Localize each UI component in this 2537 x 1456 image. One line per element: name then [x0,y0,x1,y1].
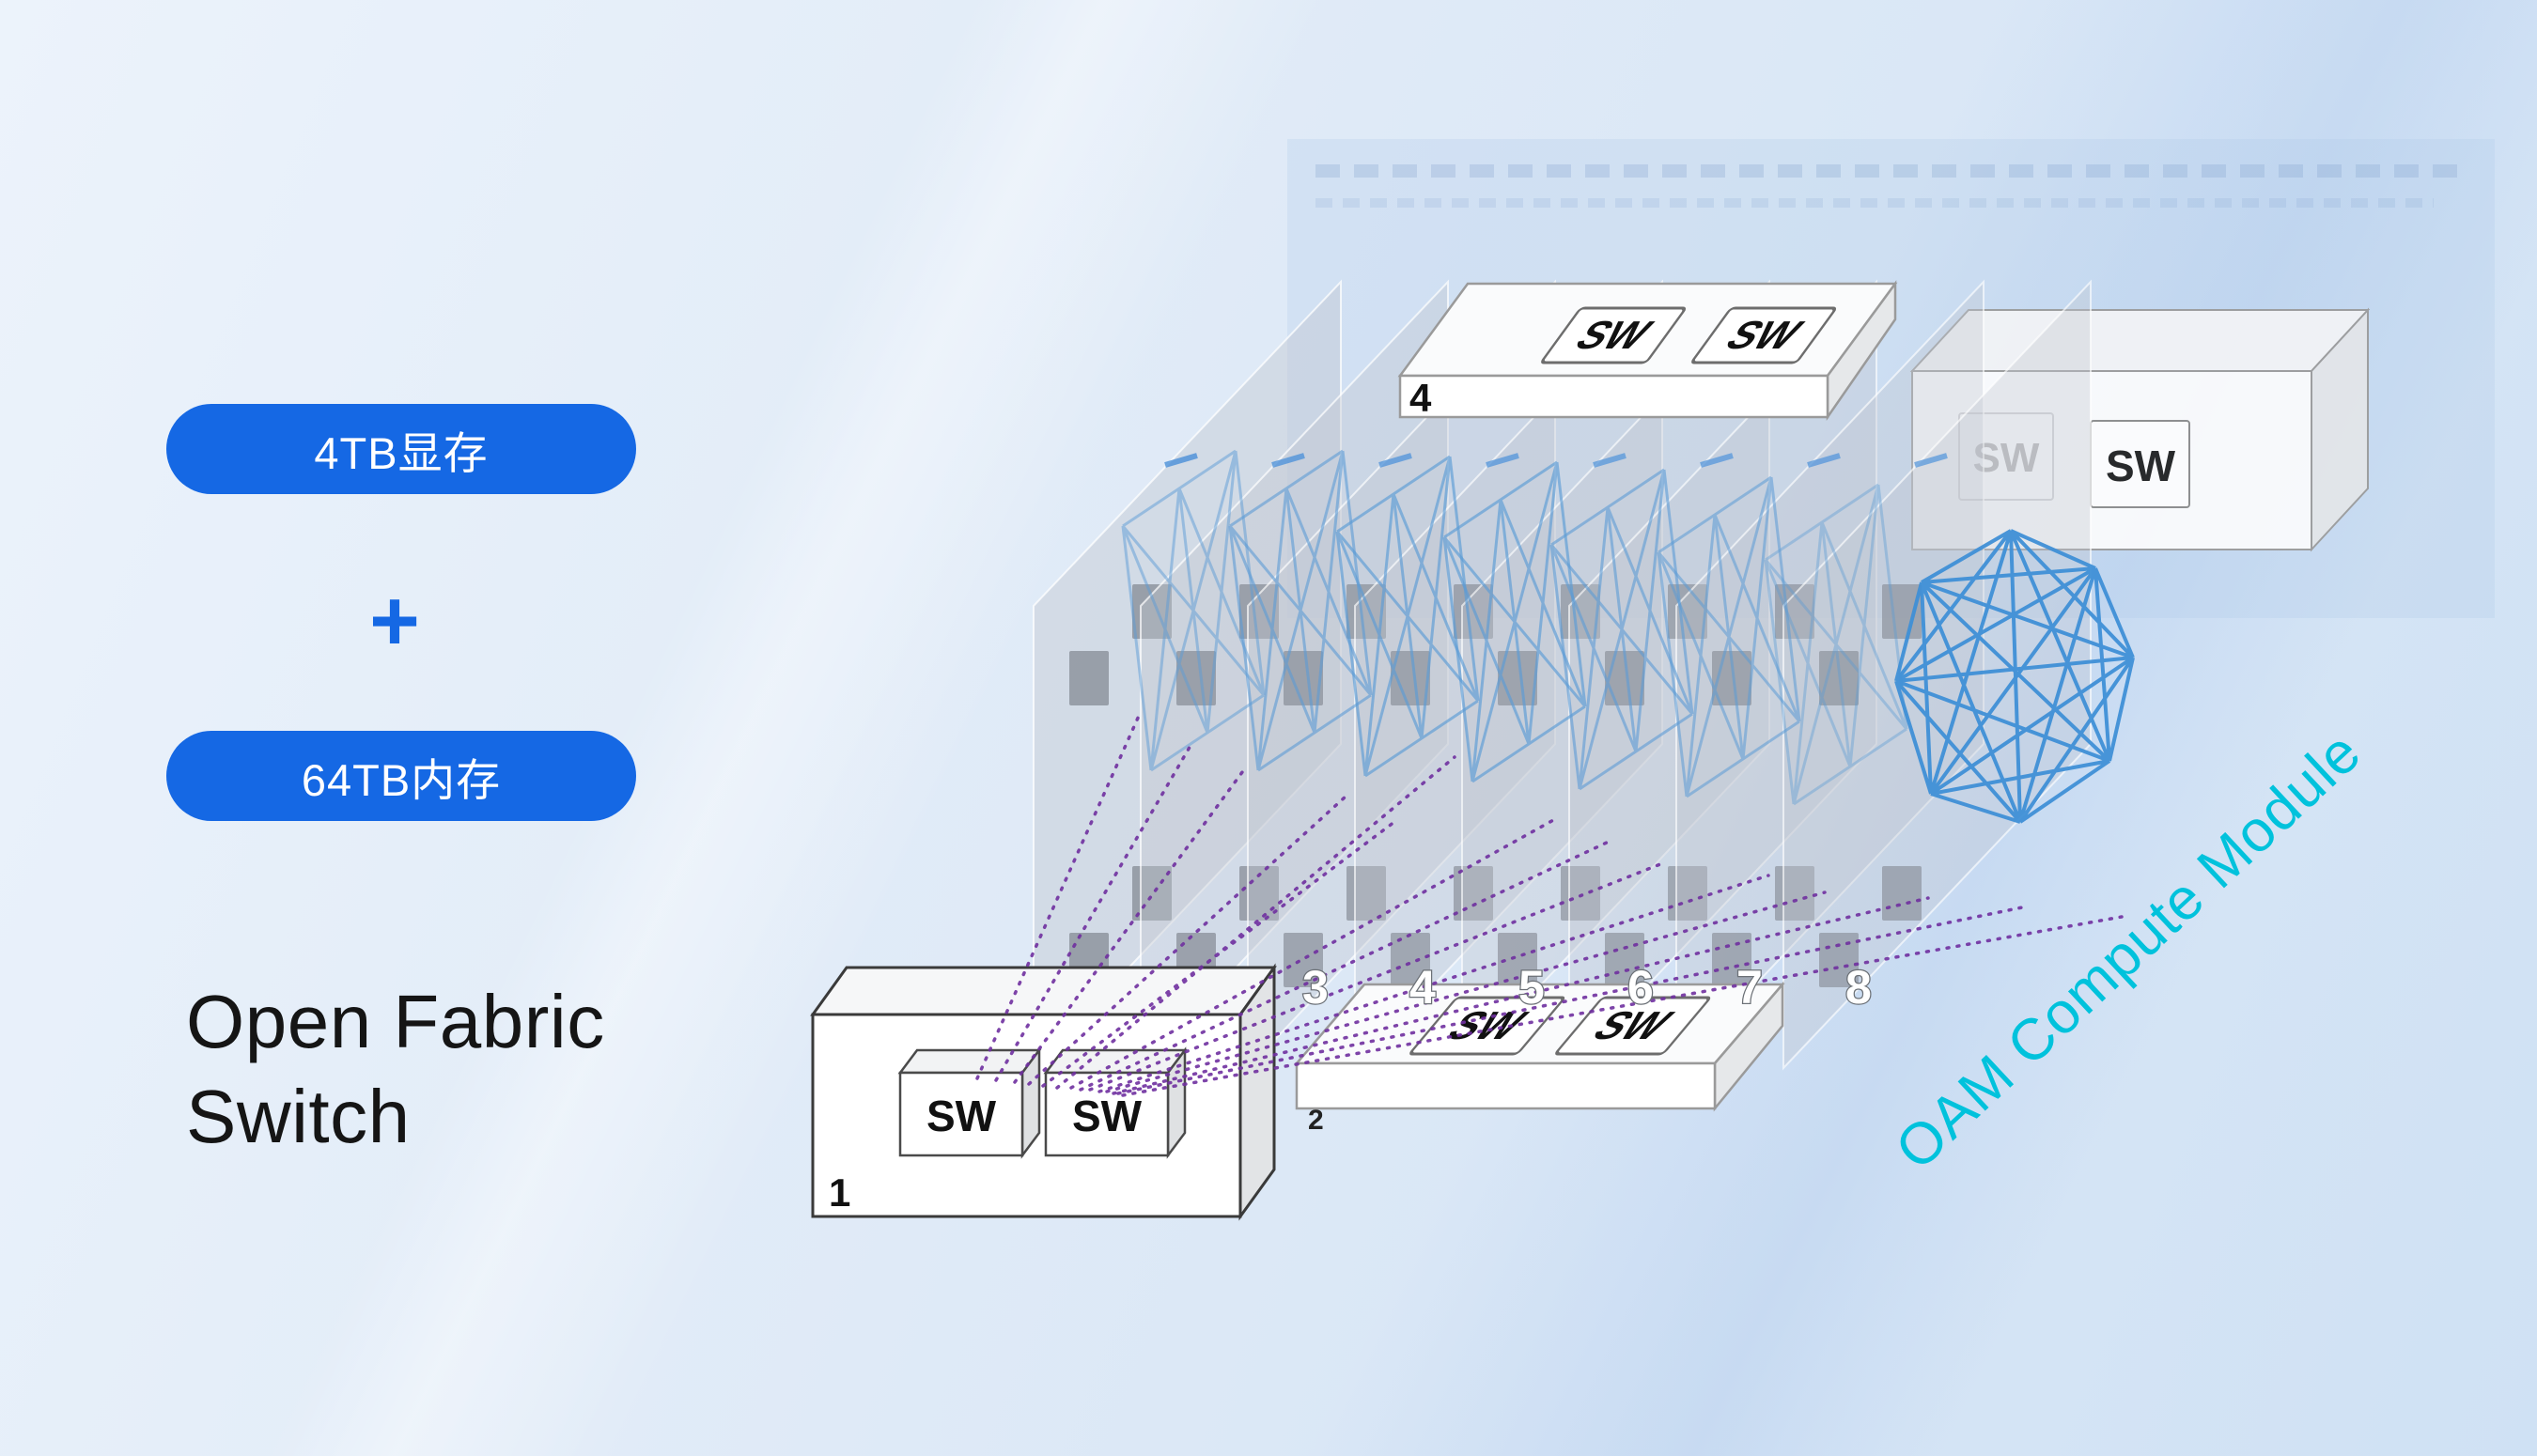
box-number-front: 1 [829,1170,850,1215]
sw-chip: SW [897,1046,1042,1159]
panel-number: 8 [1845,961,1872,1014]
fabric-switch-front: SW SW 1 [810,963,1277,1221]
box-number-top: 4 [1409,376,1432,420]
sw-label: SW [2106,441,2176,490]
ram-badge-label: 64TB内存 [301,754,502,805]
sw-label: SW [1072,1092,1143,1140]
title-line1: Open Fabric [186,980,605,1063]
sw-chip: SW [1555,996,1711,1056]
box-number-bottom: 2 [1308,1105,1324,1136]
panel-number: 4 [1409,961,1436,1014]
vram-badge: 4TB显存 [166,404,636,494]
sw-chip: SW [1409,996,1565,1056]
fabric-dotted-links [975,714,2124,1097]
sw-chip: SW [1043,1046,1188,1159]
sw-label: SW [926,1092,997,1140]
open-fabric-switch-title: Open Fabric Switch [186,975,605,1165]
sw-chip: SW [2090,420,2190,508]
panel-number: 7 [1736,961,1763,1014]
fabric-switch-top: SW SW 4 [1397,280,1898,422]
sw-chip: SW [1691,306,1837,364]
sw-chip: SW [1541,306,1687,364]
panel-number: 5 [1518,961,1545,1014]
plus-sign: + [369,573,420,669]
panel-number: 3 [1302,961,1329,1014]
panel-number: 6 [1627,961,1654,1014]
ram-badge: 64TB内存 [166,731,636,821]
vram-badge-label: 4TB显存 [314,427,489,478]
panel-numbers: 3 4 5 6 7 8 [1301,960,1873,1015]
title-line2: Switch [186,1074,411,1158]
full-mesh-graph [1894,529,2135,824]
